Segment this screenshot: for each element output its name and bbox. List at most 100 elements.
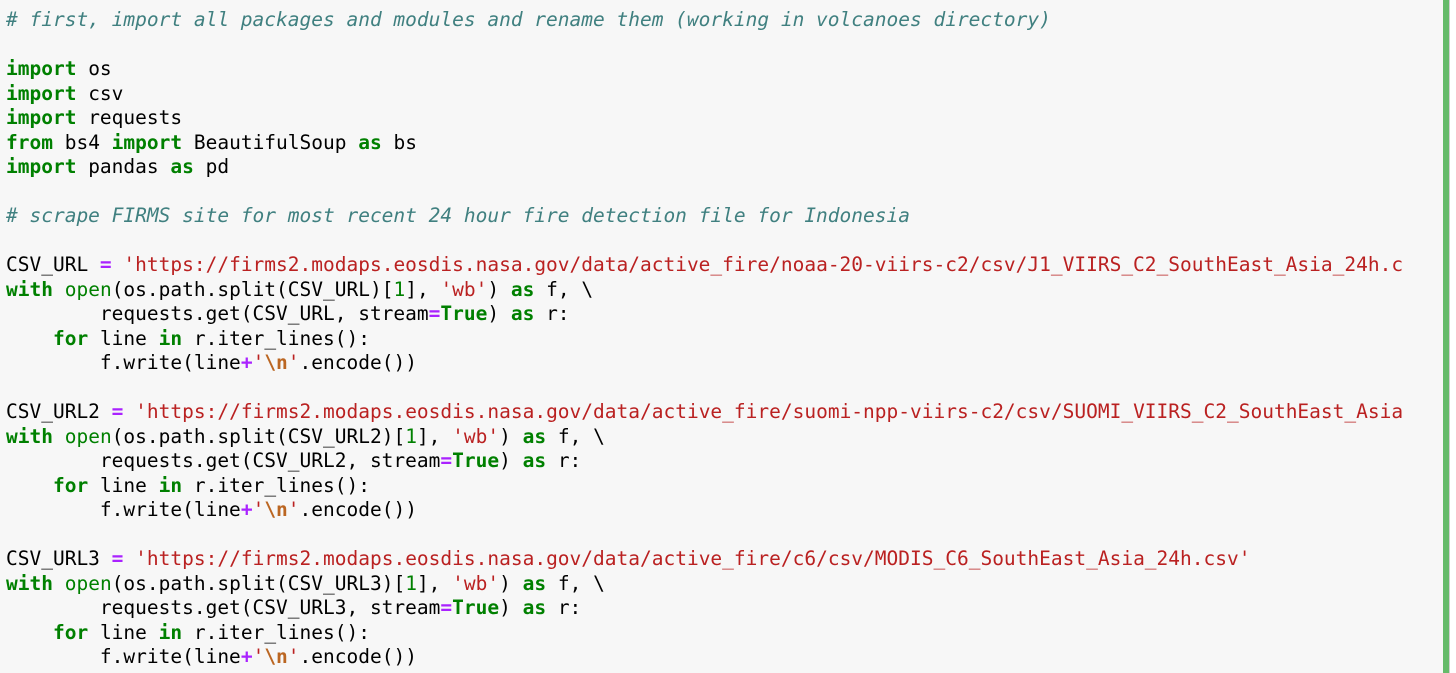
code-line: with open(os.path.split(CSV_URL3)[1], 'w… — [6, 572, 1403, 597]
code-operator-token: + — [240, 351, 253, 374]
code-builtin-token: open — [64, 424, 112, 448]
code-text-token: r.iter_lines(): — [182, 620, 370, 644]
code-text-token — [6, 621, 53, 644]
code-text-token: ) — [499, 449, 523, 472]
code-text-token: CSV_URL — [6, 253, 100, 276]
code-operator-token: + — [240, 498, 253, 521]
code-line — [6, 523, 1403, 548]
code-keyword-token: from — [6, 130, 53, 154]
code-text-token: ) — [487, 277, 511, 301]
code-string-token: ' — [252, 351, 265, 374]
code-keyword-token: import — [6, 57, 77, 80]
code-text-token — [53, 572, 65, 595]
code-string-token: 'wb' — [440, 277, 488, 301]
code-line: # first, import all packages and modules… — [6, 8, 1403, 33]
code-line: from bs4 import BeautifulSoup as bs — [6, 131, 1403, 156]
code-text-token: (os.path.split(CSV_URL3)[ — [111, 571, 406, 595]
code-text-token: .encode()) — [299, 498, 417, 521]
code-line: for line in r.iter_lines(): — [6, 621, 1403, 646]
code-line: CSV_URL = 'https://firms2.modaps.eosdis.… — [6, 253, 1403, 278]
code-line: import os — [6, 57, 1403, 82]
code-operator-token: = — [440, 449, 453, 472]
code-keyword-token: as — [510, 302, 535, 325]
code-editor[interactable]: # first, import all packages and modules… — [6, 8, 1403, 670]
code-line: for line in r.iter_lines(): — [6, 327, 1403, 352]
code-text-token: (os.path.split(CSV_URL)[ — [111, 277, 394, 301]
code-text-token: r.iter_lines(): — [182, 326, 370, 350]
code-text-token: .encode()) — [299, 645, 417, 668]
code-text-token: os — [76, 57, 112, 80]
code-text-token: ) — [499, 596, 523, 619]
code-keyword-token: True — [452, 596, 500, 619]
code-text-token: ) — [487, 302, 511, 325]
code-keyword-token: for — [52, 620, 89, 644]
code-string-token: ' — [252, 645, 265, 668]
code-text-token: ) — [499, 424, 523, 448]
code-string-token: 'wb' — [452, 424, 500, 448]
code-number-token: 1 — [405, 424, 417, 448]
code-keyword-token: with — [6, 424, 53, 448]
code-text-token: bs — [381, 130, 417, 154]
code-line: requests.get(CSV_URL3, stream=True) as r… — [6, 596, 1403, 621]
code-keyword-token: as — [522, 424, 547, 448]
code-text-token: (os.path.split(CSV_URL2)[ — [111, 424, 406, 448]
code-keyword-token: as — [358, 130, 382, 154]
code-text-token: line — [88, 326, 159, 350]
code-text-token: CSV_URL2 — [6, 400, 112, 423]
code-string-token: ' — [287, 498, 300, 521]
code-string-token: ' — [252, 498, 265, 521]
code-string-token: ' — [287, 645, 300, 668]
code-escape-token: \n — [264, 351, 288, 374]
code-text-token: ], — [405, 277, 441, 301]
code-line: requests.get(CSV_URL2, stream=True) as r… — [6, 449, 1403, 474]
code-line — [6, 180, 1403, 205]
code-text-token: line — [88, 620, 159, 644]
code-line: with open(os.path.split(CSV_URL2)[1], 'w… — [6, 425, 1403, 450]
code-line: CSV_URL3 = 'https://firms2.modaps.eosdis… — [6, 547, 1403, 572]
code-operator-token: = — [99, 253, 112, 276]
code-line: with open(os.path.split(CSV_URL)[1], 'wb… — [6, 278, 1403, 303]
code-text-token: r.iter_lines(): — [182, 473, 370, 497]
code-builtin-token: open — [64, 277, 112, 301]
code-text-token — [53, 278, 65, 301]
code-builtin-token: open — [64, 571, 112, 595]
code-text-token: ], — [416, 571, 453, 595]
code-text-token: ) — [499, 571, 523, 595]
code-text-token: f, \ — [534, 277, 594, 301]
code-text-token: BeautifulSoup — [182, 130, 359, 154]
code-number-token: 1 — [405, 571, 417, 595]
code-keyword-token: in — [158, 473, 183, 497]
code-string-token: 'https://firms2.modaps.eosdis.nasa.gov/d… — [135, 400, 1404, 423]
code-string-token: 'https://firms2.modaps.eosdis.nasa.gov/d… — [135, 547, 1251, 570]
code-text-token: requests — [76, 106, 183, 129]
code-string-token: ' — [287, 351, 300, 374]
code-text-token: line — [88, 473, 159, 497]
code-line: requests.get(CSV_URL, stream=True) as r: — [6, 302, 1403, 327]
code-line: import pandas as pd — [6, 155, 1403, 180]
code-line: import csv — [6, 82, 1403, 107]
code-line — [6, 33, 1403, 58]
code-text-token: r: — [546, 596, 582, 619]
code-keyword-token: import — [6, 106, 77, 129]
code-text-token: f, \ — [546, 571, 605, 595]
code-text-token: f.write(line — [6, 351, 241, 374]
code-text-token: requests.get(CSV_URL2, stream — [6, 449, 441, 472]
code-text-token: r: — [534, 302, 570, 325]
code-text-token: r: — [546, 449, 582, 472]
code-line: f.write(line+'\n'.encode()) — [6, 645, 1403, 670]
code-number-token: 1 — [393, 277, 406, 301]
code-keyword-token: as — [170, 155, 194, 178]
code-text-token: bs4 — [52, 130, 112, 154]
code-keyword-token: in — [158, 620, 183, 644]
code-line: # scrape FIRMS site for most recent 24 h… — [6, 204, 1403, 229]
code-text-token — [123, 547, 135, 570]
code-line — [6, 376, 1403, 401]
code-escape-token: \n — [264, 498, 288, 521]
code-text-token — [53, 425, 65, 448]
code-text-token — [123, 400, 135, 423]
code-text-token: .encode()) — [299, 351, 417, 374]
code-keyword-token: True — [440, 302, 488, 325]
code-operator-token: = — [111, 547, 124, 570]
code-text-token: pandas — [76, 155, 171, 178]
